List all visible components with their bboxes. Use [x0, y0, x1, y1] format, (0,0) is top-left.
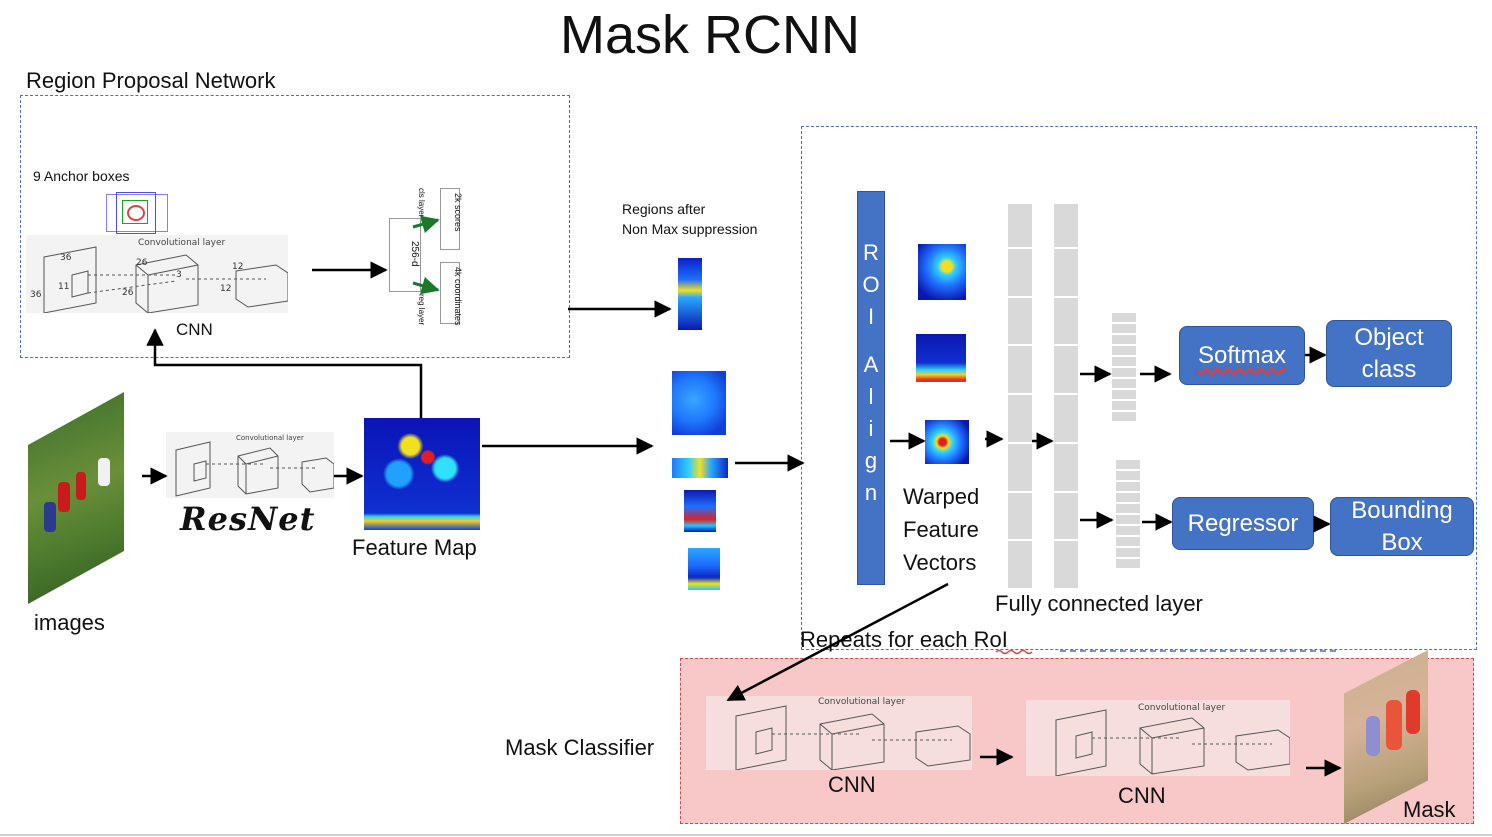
- mask-classifier-label: Mask Classifier: [505, 735, 655, 760]
- arrow-featuremap-to-rpn: [146, 328, 423, 418]
- arrow-256d-to-reg: [412, 276, 440, 295]
- resnet-conv-text: Convolutional layer: [236, 434, 304, 442]
- svg-text:36: 36: [60, 253, 72, 263]
- svg-text:3: 3: [176, 270, 182, 280]
- feature-map-label: Feature Map: [352, 535, 477, 560]
- rpn-coords-box: 4k coordinates: [440, 262, 463, 326]
- rpn-256d-box: 256-d: [389, 218, 421, 292]
- region-thumb-5: [688, 548, 720, 590]
- mask2-conv-text: Convolutional layer: [1138, 703, 1226, 713]
- svg-text:12: 12: [232, 262, 243, 272]
- mask-cnn-art-2: Convolutional layer: [1026, 700, 1290, 776]
- anchor-boxes-graphic: [102, 190, 170, 235]
- rpn-conv-text: Convolutional layer: [138, 238, 226, 248]
- anchor-boxes-label: 9 Anchor boxes: [33, 168, 130, 184]
- rpn-cnn-art: 36 36 11 26 26 3 12 12 Convolutional layer: [26, 235, 288, 313]
- svg-text:36: 36: [30, 290, 42, 300]
- mask-cnn-art-1: Convolutional layer: [706, 696, 972, 770]
- fc-label: Fully connected layer: [995, 591, 1203, 616]
- fc-column-softmax: [1112, 313, 1136, 423]
- svg-text:12: 12: [220, 284, 231, 294]
- region-thumb-3: [672, 458, 728, 478]
- roi-spellcheck-underline: [995, 649, 1033, 655]
- warped-thumb-1: [918, 244, 966, 300]
- fc-column-2: [1054, 204, 1078, 590]
- bottom-divider: [0, 834, 1492, 836]
- softmax-box: Softmax: [1179, 326, 1305, 385]
- fc-column-1: [1008, 204, 1032, 590]
- resnet-cnn-art: Convolutional layer: [166, 432, 334, 498]
- fc-column-regressor: [1116, 460, 1140, 570]
- resnet-label: ResNet: [180, 500, 316, 538]
- warped-thumb-2: [916, 334, 966, 382]
- roi-align-bar: R O I A l i g n: [857, 191, 885, 585]
- mask-cnn-label-1: CNN: [828, 772, 876, 797]
- rpn-label: Region Proposal Network: [26, 68, 276, 93]
- svg-text:11: 11: [58, 282, 69, 292]
- page-title: Mask RCNN: [559, 5, 860, 65]
- warped-thumb-3: [925, 420, 969, 464]
- region-thumb-1: [678, 258, 702, 330]
- regions-label: Regions after Non Max suppression: [622, 201, 758, 237]
- images-label: images: [34, 610, 105, 635]
- feature-map: [364, 418, 480, 530]
- arrow-256d-to-cls: [412, 215, 440, 234]
- head-box: [801, 126, 1477, 650]
- warped-label: Warped Feature Vectors: [903, 484, 980, 575]
- rpn-box: [20, 95, 570, 358]
- repeats-label: Repeats for each RoI: [800, 627, 1008, 652]
- region-thumb-2: [672, 371, 726, 435]
- region-thumb-4: [684, 490, 716, 532]
- svg-text:26: 26: [136, 258, 148, 268]
- mask1-conv-text: Convolutional layer: [818, 697, 906, 707]
- rpn-cnn-label: CNN: [176, 320, 213, 339]
- arrow-warped-to-mask: [726, 582, 949, 702]
- mask-cnn-label-2: CNN: [1118, 783, 1166, 808]
- bounding-box-box: Bounding Box: [1330, 497, 1474, 556]
- mask-label: Mask: [1403, 797, 1456, 822]
- object-class-box: Object class: [1326, 320, 1452, 387]
- svg-text:26: 26: [122, 288, 134, 298]
- rpn-scores-box: 2k scores: [440, 188, 463, 250]
